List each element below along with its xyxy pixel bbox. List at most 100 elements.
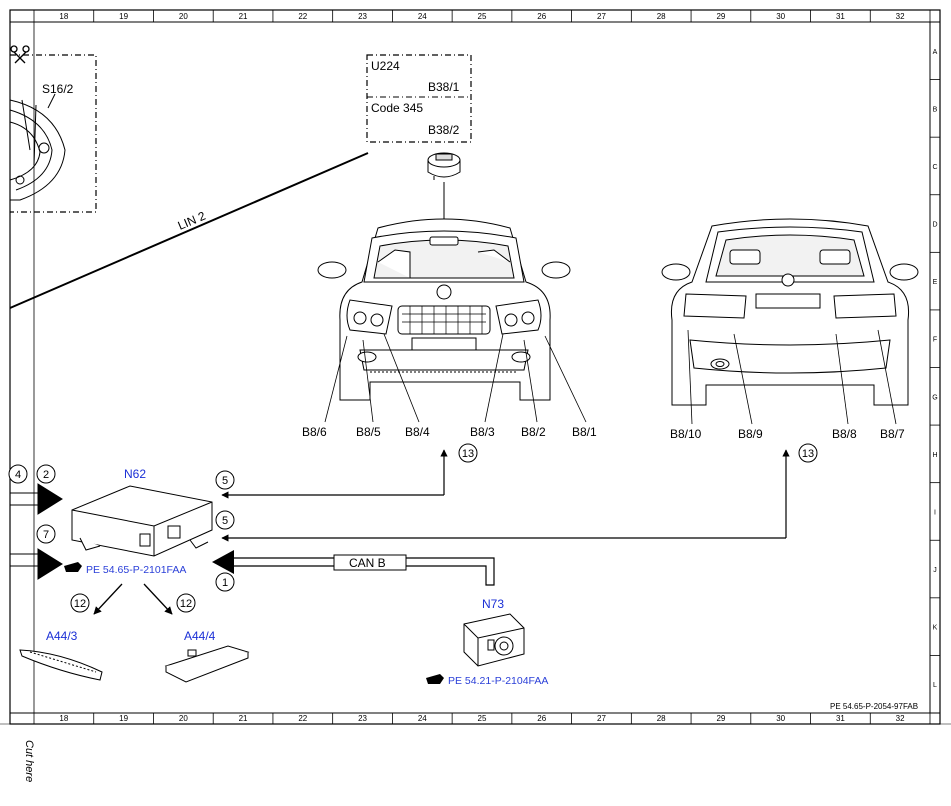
ref-13-front: 13 <box>462 448 474 460</box>
column-label-19: 19 <box>119 714 128 723</box>
column-label-18: 18 <box>59 12 68 21</box>
car-rear-view-icon <box>661 218 919 406</box>
column-label-25: 25 <box>478 12 487 21</box>
ref-4: 4 <box>15 469 21 481</box>
s16-2-component: S16/2 <box>9 45 97 213</box>
column-label-23: 23 <box>358 714 367 723</box>
column-label-26: 26 <box>537 714 546 723</box>
reference-hand-icon <box>426 674 444 684</box>
doc-reference: PE 54.65-P-2054-97FAB <box>830 702 918 711</box>
row-label-K: K <box>933 625 938 632</box>
ref-7: 7 <box>43 529 49 541</box>
ref-12-left: 12 <box>74 598 86 610</box>
s16-2-label: S16/2 <box>42 82 74 96</box>
label-b8-2: B8/2 <box>521 425 546 439</box>
can-b-bus: CAN B <box>212 550 495 586</box>
n73-reference-link[interactable]: PE 54.21-P-2104FAA <box>448 675 548 687</box>
n62-label: N62 <box>124 467 146 481</box>
control-unit-icon <box>71 485 213 557</box>
rear-labels: B8/10 B8/9 B8/8 B8/7 <box>670 427 905 441</box>
sensor-code-box: U224 B38/1 Code 345 B38/2 <box>366 54 472 143</box>
n73-module: N73 PE 54.21-P-2104FAA <box>426 597 548 687</box>
label-b8-7: B8/7 <box>880 427 905 441</box>
ignition-switch-icon <box>463 613 525 667</box>
label-b8-9: B8/9 <box>738 427 763 441</box>
row-label-J: J <box>933 567 937 574</box>
signal-lines <box>221 449 790 542</box>
label-b8-3: B8/3 <box>470 425 495 439</box>
column-label-24: 24 <box>418 12 427 21</box>
switch-illustration-icon <box>9 93 66 201</box>
column-label-31: 31 <box>836 12 845 21</box>
n73-label: N73 <box>482 597 504 611</box>
antenna-strip-icon <box>19 649 103 681</box>
cut-here-label: Cut here <box>23 740 35 782</box>
a44-arrows <box>93 583 173 615</box>
column-label-21: 21 <box>239 714 248 723</box>
ref-2: 2 <box>43 469 49 481</box>
column-label-25: 25 <box>478 714 487 723</box>
column-label-30: 30 <box>776 714 785 723</box>
column-label-28: 28 <box>657 12 666 21</box>
row-label-I: I <box>934 509 936 516</box>
column-label-19: 19 <box>119 12 128 21</box>
a44-4-label: A44/4 <box>184 629 216 643</box>
can-b-label: CAN B <box>349 556 386 570</box>
column-label-28: 28 <box>657 714 666 723</box>
n62-module: N62 PE 54.65-P-2101FAA <box>64 467 213 576</box>
column-label-26: 26 <box>537 12 546 21</box>
label-b8-6: B8/6 <box>302 425 327 439</box>
column-label-22: 22 <box>298 12 307 21</box>
rear-leaders <box>687 329 897 425</box>
column-label-32: 32 <box>896 714 905 723</box>
ref-13-rear: 13 <box>802 448 814 460</box>
row-label-F: F <box>933 337 937 344</box>
n62-reference-link[interactable]: PE 54.65-P-2101FAA <box>86 564 186 576</box>
column-label-20: 20 <box>179 12 188 21</box>
label-b8-4: B8/4 <box>405 425 430 439</box>
antenna-module-icon <box>164 645 250 683</box>
label-b8-1: B8/1 <box>572 425 597 439</box>
left-inputs <box>10 483 63 580</box>
row-label-C: C <box>932 164 937 171</box>
ref-12-right: 12 <box>180 598 192 610</box>
lin2-bus-line <box>9 152 369 309</box>
reference-circles <box>8 443 818 613</box>
column-label-22: 22 <box>298 714 307 723</box>
column-label-24: 24 <box>418 714 427 723</box>
code-345-label: Code 345 <box>371 101 423 115</box>
car-front-view-icon <box>317 218 571 401</box>
ref-5-top: 5 <box>222 475 228 487</box>
label-b8-5: B8/5 <box>356 425 381 439</box>
ref-5-bottom: 5 <box>222 515 228 527</box>
b38-1-label: B38/1 <box>428 80 460 94</box>
rain-light-sensor-icon <box>427 152 461 180</box>
front-leaders <box>324 333 587 423</box>
column-label-23: 23 <box>358 12 367 21</box>
column-label-31: 31 <box>836 714 845 723</box>
row-label-E: E <box>933 279 938 286</box>
column-label-30: 30 <box>776 12 785 21</box>
column-label-27: 27 <box>597 12 606 21</box>
row-label-D: D <box>932 222 937 229</box>
ref-1: 1 <box>222 577 228 589</box>
row-label-L: L <box>933 682 937 689</box>
row-label-B: B <box>933 106 938 113</box>
row-label-A: A <box>933 49 938 56</box>
b38-2-label: B38/2 <box>428 123 460 137</box>
a44-4-component: A44/4 <box>164 629 250 683</box>
scissors-icon <box>10 45 30 64</box>
drawing-frame <box>0 9 951 725</box>
column-label-32: 32 <box>896 12 905 21</box>
reference-hand-icon <box>64 562 82 572</box>
column-label-20: 20 <box>179 714 188 723</box>
label-b8-8: B8/8 <box>832 427 857 441</box>
row-label-G: G <box>932 394 937 401</box>
front-labels: B8/6 B8/5 B8/4 B8/3 B8/2 B8/1 <box>302 425 597 439</box>
column-label-21: 21 <box>239 12 248 21</box>
u224-label: U224 <box>371 59 400 73</box>
